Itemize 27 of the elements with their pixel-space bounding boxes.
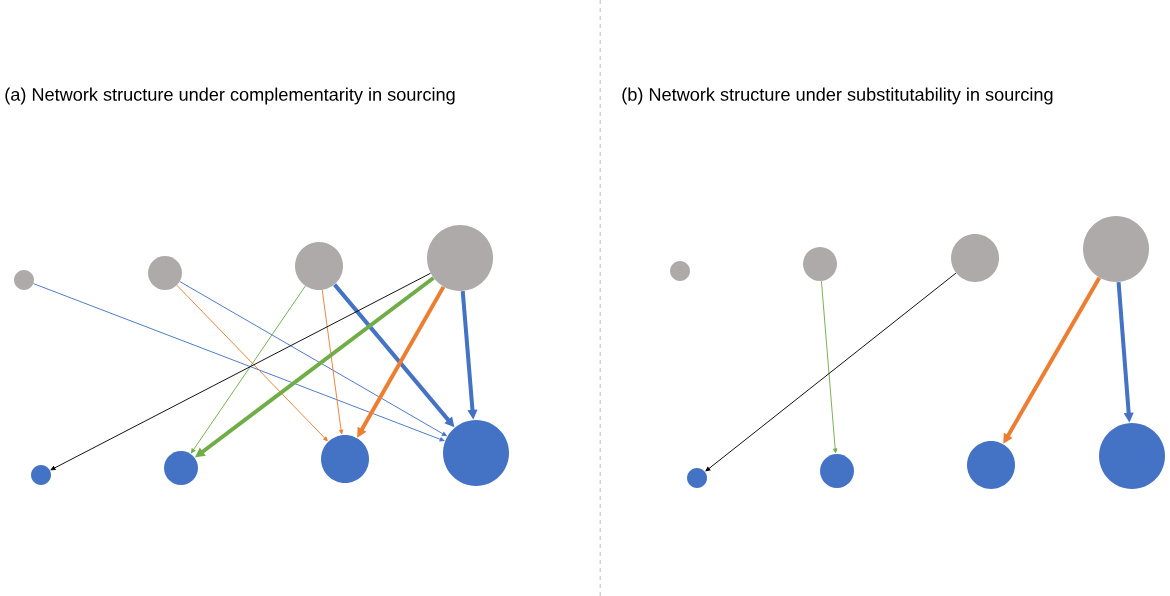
arrow [176,284,328,442]
panel-title: (b) Network structure under substitutability in sourcing [622,87,1053,105]
arrow [321,289,344,435]
arrow [50,272,431,471]
circle-node [1083,216,1149,282]
panel-title: (a) Network structure under complementarity in sourcing [5,87,455,105]
arrow [705,272,957,472]
circle-node [820,454,854,488]
circle-node [321,435,369,483]
circle-node [164,451,198,485]
circle-node [14,270,34,290]
arrow [33,283,445,442]
circle-node [31,465,51,485]
circle-node [443,420,509,486]
circle-node [951,234,999,282]
circle-node [687,468,707,488]
arrow [190,285,306,454]
arrow [179,281,447,437]
circle-node [427,225,493,291]
circle-node [148,256,182,290]
circle-node [670,261,690,281]
arrow [195,276,435,458]
arrow [820,280,838,454]
circle-node [803,247,837,281]
circle-node [1099,423,1165,489]
circle-node [295,242,343,290]
circle-node [967,441,1015,489]
